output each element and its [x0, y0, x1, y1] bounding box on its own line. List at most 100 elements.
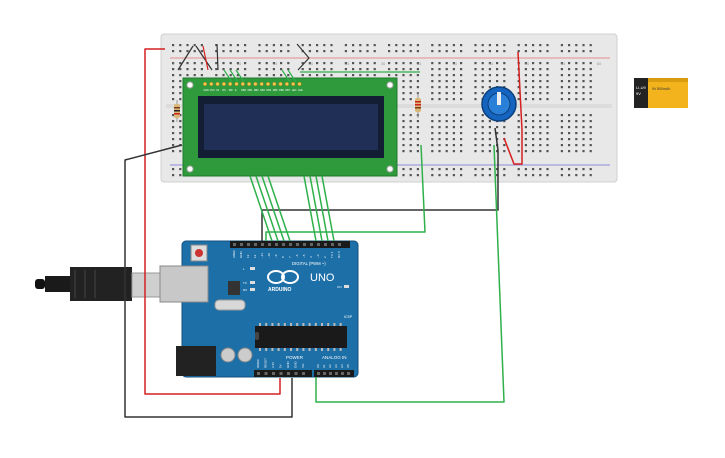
board-led [250, 288, 255, 291]
analog-pin[interactable] [323, 372, 326, 375]
wire-top-black-3[interactable] [216, 43, 219, 71]
lcd-screen [204, 104, 378, 150]
wire-black-pot[interactable] [261, 127, 499, 241]
digital-pin[interactable] [247, 243, 250, 246]
analog-pin[interactable] [329, 372, 332, 375]
digital-pin[interactable] [261, 243, 264, 246]
column-number: 45 [489, 61, 494, 66]
wire-red-pot[interactable] [503, 51, 523, 165]
wire-green-e[interactable] [303, 175, 317, 242]
wire-green-d7[interactable] [249, 175, 273, 242]
wire-green-wiper[interactable] [315, 144, 505, 403]
analog-pin-label: A3 [334, 364, 338, 368]
battery-voltage: 9V [636, 91, 641, 96]
column-number: 5 [201, 61, 204, 66]
analog-pin-label: A0 [316, 364, 320, 368]
wire-green-b[interactable] [315, 175, 329, 242]
board-led [250, 281, 255, 284]
lcd-pin-label: RS [222, 89, 226, 92]
power-pin-label: GND [294, 361, 298, 369]
analog-pin[interactable] [347, 372, 350, 375]
power-pin[interactable] [257, 372, 260, 375]
digital-pin[interactable] [338, 243, 341, 246]
digital-pin[interactable] [254, 243, 257, 246]
power-pin[interactable] [279, 372, 283, 375]
capacitor-1 [220, 347, 236, 363]
wire-green-d4[interactable] [267, 175, 291, 242]
analog-pin[interactable] [317, 372, 320, 375]
digital-pin[interactable] [289, 243, 292, 246]
lcd-pin-label: DB6 [279, 89, 284, 92]
digital-pin[interactable] [233, 243, 236, 246]
usb-port [159, 265, 209, 303]
arduino-logo [267, 270, 299, 284]
power-pin[interactable] [264, 372, 268, 375]
lcd-pin [272, 81, 277, 87]
digital-pin[interactable] [317, 243, 320, 246]
digital-pin[interactable] [310, 243, 313, 246]
wire-top-black-2[interactable] [195, 45, 213, 71]
digital-pin-label: GND [239, 251, 243, 259]
usb-cable[interactable] [35, 267, 163, 301]
lcd-pin-label: VCC [210, 89, 215, 92]
digital-pin[interactable] [303, 243, 306, 246]
lcd-pin-label: DB0 [241, 89, 246, 92]
analog-pin[interactable] [335, 372, 338, 375]
lcd-pin [215, 81, 220, 87]
wire-green-c[interactable] [321, 175, 335, 242]
digital-pin[interactable] [324, 243, 327, 246]
wire-top-black-1[interactable] [177, 45, 194, 71]
wire-green-d6[interactable] [255, 175, 279, 242]
lcd-pin [209, 81, 214, 87]
wire-top-red-1[interactable] [202, 45, 209, 71]
power-pin[interactable] [302, 372, 305, 375]
power-label: POWER [286, 355, 304, 360]
battery-9v[interactable]: LI-U9 9V 9V 800mAh [634, 78, 688, 108]
wire-top-green-5[interactable] [287, 69, 297, 83]
wire-green-d5[interactable] [261, 175, 285, 242]
digital-pin-label: 7 [288, 256, 292, 258]
lcd-pin [265, 81, 271, 87]
digital-pin[interactable] [268, 243, 271, 246]
digital-pin[interactable] [282, 243, 285, 246]
wire-top-black-4[interactable] [296, 43, 310, 71]
wire-green-a[interactable] [309, 175, 323, 242]
column-number: 25 [345, 61, 350, 66]
wire-green-rs[interactable] [265, 144, 426, 241]
wire-top-green-1[interactable] [223, 69, 233, 83]
column-number: 35 [417, 61, 422, 66]
lcd-pin-label: LED [298, 89, 303, 92]
power-pin[interactable] [287, 372, 290, 375]
power-pin[interactable] [294, 372, 298, 375]
wire-black-gnd[interactable] [124, 144, 293, 418]
battery-detail: 9V 800mAh [652, 87, 670, 91]
digital-pin[interactable] [331, 243, 334, 246]
power-pin-label: IOREF [256, 359, 260, 368]
icsp-label: ICSP [344, 315, 353, 319]
resistor-right[interactable] [415, 92, 421, 118]
lcd-pin [284, 81, 289, 87]
digital-pin[interactable] [296, 243, 299, 246]
analog-pin-label: A2 [328, 364, 332, 368]
wire-top-green-2[interactable] [229, 69, 239, 83]
wire-top-green-3[interactable] [235, 69, 245, 83]
lcd-pin [253, 81, 258, 87]
digital-pin[interactable] [240, 243, 243, 246]
wire-red-5v[interactable] [144, 48, 281, 395]
resistor-left[interactable] [174, 100, 180, 122]
power-pin[interactable] [272, 372, 275, 375]
digital-pin[interactable] [275, 243, 278, 246]
digital-pin-label: AREF [232, 250, 236, 258]
potentiometer[interactable] [481, 86, 517, 122]
lcd-pin-label: E [235, 89, 237, 92]
lcd-pin [228, 81, 233, 87]
analog-label: ANALOG IN [322, 355, 347, 360]
lcd-pin-label: DB4 [267, 89, 272, 92]
analog-pin[interactable] [341, 372, 344, 375]
digital-pin-label: ~10 [267, 253, 271, 258]
wire-top-green-4[interactable] [281, 69, 291, 83]
